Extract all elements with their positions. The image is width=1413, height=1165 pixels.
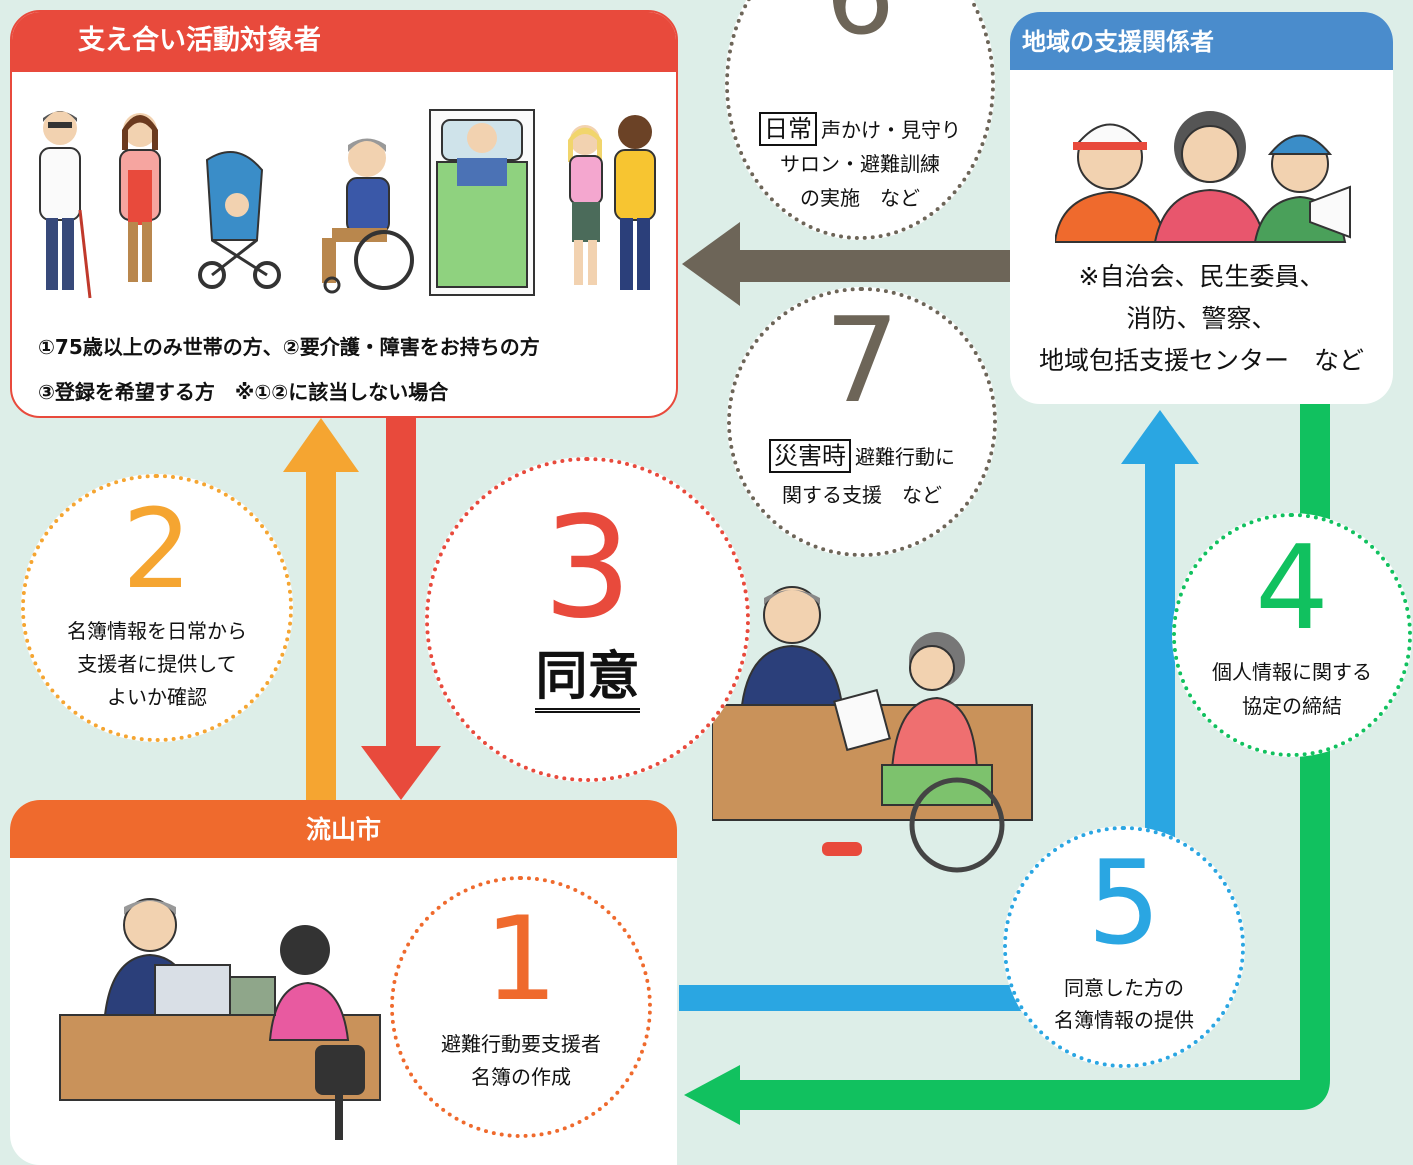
- step-3-label: 同意: [535, 646, 640, 713]
- step-7-text-line1-row: 災害時避難行動に: [731, 439, 993, 474]
- step-6-number: 6: [729, 0, 991, 50]
- step-6-text-line2: サロン・避難訓練: [780, 152, 940, 176]
- arrow-step2-head: [283, 418, 359, 472]
- step-7-text-line1: 避難行動に: [855, 445, 955, 469]
- step-1-text-line2: 名簿の作成: [471, 1065, 571, 1089]
- clerk-woman-figure: [268, 925, 365, 1140]
- panel-support-targets: 支え合い活動対象者: [10, 10, 678, 418]
- arrow-step5-head: [1121, 410, 1199, 464]
- arrow-step3-shaft: [386, 418, 416, 748]
- step-4-text-line2: 協定の締結: [1242, 694, 1342, 718]
- police-with-megaphone-figure: [1253, 134, 1351, 243]
- step-2-text-line3: よいか確認: [107, 685, 207, 709]
- city-office-illustration: [59, 898, 381, 1140]
- step-7-tag: 災害時: [769, 439, 851, 473]
- young-woman-figure: [568, 125, 603, 285]
- panel-city-title: 流山市: [10, 800, 677, 858]
- local-supporters-line2: 消防、警察、: [1126, 304, 1277, 333]
- step-2-text-line2: 支援者に提供して: [77, 652, 237, 676]
- step-6-text-line3: の実施 など: [800, 186, 920, 210]
- laptop-shape: [154, 964, 231, 1018]
- target-criteria-line1: ①75歳以上のみ世帯の方、②要介護・障害をお持ちの方: [38, 335, 540, 359]
- bedridden-person-figure: [429, 109, 535, 296]
- step-5-text-line2: 名簿情報の提供: [1054, 1008, 1194, 1032]
- document-shape: [833, 688, 891, 752]
- man-in-yellow-figure: [614, 115, 656, 290]
- step-6-text-line1: 声かけ・見守り: [821, 118, 961, 142]
- baby-stroller-figure: [198, 151, 281, 289]
- step-1-circle: 1 避難行動要支援者 名簿の作成: [390, 876, 652, 1138]
- arrow-step4-head: [684, 1065, 740, 1125]
- step-6-tag: 日常: [759, 112, 817, 146]
- elderly-wheelchair-figure: [322, 138, 414, 294]
- panel-local-supporters: 地域の支援関係者 ※自治会、民生委員、 消防、警察、 地域包括支援センター: [1010, 12, 1393, 404]
- step-6-text-line1-row: 日常声かけ・見守り: [729, 112, 991, 147]
- local-supporters-line1: ※自治会、民生委員、: [1078, 262, 1325, 291]
- man-with-cane-figure: [39, 111, 92, 299]
- step-1-number: 1: [484, 892, 558, 1027]
- wheelchair-user-figure: [822, 632, 1005, 873]
- people-illustration: [39, 109, 656, 299]
- woman-in-apron-figure: [119, 113, 161, 282]
- step-3-number: 3: [542, 487, 633, 650]
- arrow-step67-head: [682, 222, 740, 306]
- step-2-text-line1: 名簿情報を日常から: [67, 619, 247, 643]
- step-2-number: 2: [122, 485, 192, 613]
- step-7-circle: 7 災害時避難行動に 関する支援 など: [727, 287, 997, 557]
- local-supporters-illustration: [1055, 111, 1351, 243]
- panel-targets-title: 支え合い活動対象者: [12, 12, 676, 72]
- monitor-shape: [229, 976, 276, 1016]
- local-supporters-line3: 地域包括支援センター など: [1038, 346, 1364, 375]
- step-4-text-line1: 個人情報に関する: [1212, 660, 1372, 684]
- target-criteria-line2: ③登録を希望する方 ※①②に該当しない場合: [38, 380, 449, 404]
- step-5-number: 5: [1087, 836, 1161, 971]
- step-7-number: 7: [824, 291, 900, 429]
- step-5-circle: 5 同意した方の 名簿情報の提供: [1003, 826, 1245, 1068]
- step-4-circle: 4 個人情報に関する 協定の締結: [1172, 513, 1412, 757]
- arrow-step3-head: [361, 746, 441, 800]
- step-7-text-line2: 関する支援 など: [782, 483, 942, 507]
- step-4-number: 4: [1255, 521, 1329, 656]
- step-5-text-line1: 同意した方の: [1064, 976, 1184, 1000]
- staff-member-figure: [740, 586, 844, 706]
- step-2-circle: 2 名簿情報を日常から 支援者に提供して よいか確認: [21, 474, 293, 742]
- step-3-circle: 3 同意: [425, 457, 750, 782]
- arrow-step4-path: [730, 404, 1330, 1110]
- step-1-text-line1: 避難行動要支援者: [441, 1032, 601, 1056]
- community-woman-figure: [1153, 111, 1267, 243]
- firefighter-figure: [1055, 123, 1167, 243]
- arrow-step67-shaft: [730, 250, 1012, 282]
- consultation-illustration: [712, 586, 1033, 873]
- arrow-step2-shaft: [306, 470, 336, 802]
- step-3-label-wrap: 同意: [429, 646, 746, 713]
- panel-local-title: 地域の支援関係者: [1010, 12, 1393, 70]
